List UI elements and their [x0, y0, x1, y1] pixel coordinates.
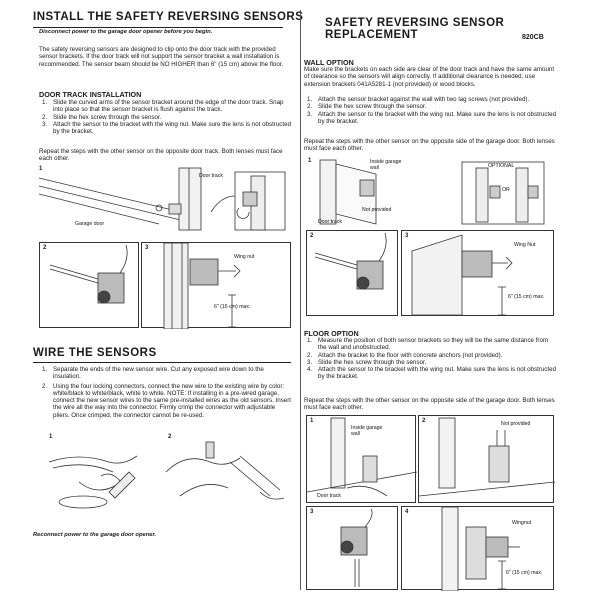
wall-step-2: 2.Slide the hex screw through the sensor… — [307, 103, 427, 111]
wall-inside-label: Inside garage wall — [370, 159, 402, 171]
door-track-step-1: 1.Slide the curved arms of the sensor br… — [42, 99, 284, 114]
replacement-title: SAFETY REVERSING SENSOR REPLACEMENT — [325, 17, 505, 41]
sensor-hex-screw-illustration — [49, 244, 128, 304]
floor-figure-2: 2 Not provided — [418, 415, 555, 503]
wall-figure-2: 2 — [306, 230, 398, 316]
wing-nut-label: Wing nut — [234, 254, 255, 260]
wall-repeat: Repeat the steps with the other sensor o… — [304, 138, 555, 153]
disconnect-warning: Disconnect power to the garage door open… — [39, 29, 213, 35]
floor-sensor-screw-illustration — [340, 508, 373, 587]
floor-panel-1-number: 1 — [310, 418, 314, 424]
wall-panel-2-number: 2 — [310, 233, 314, 239]
floor-wing-nut-illustration — [441, 507, 520, 591]
floor-anchor-illustration — [419, 417, 555, 497]
wall-steps: 1.Attach the sensor bracket against the … — [304, 96, 558, 125]
wall-wing-nut-illustration — [411, 234, 513, 316]
column-divider — [300, 10, 301, 590]
floor-panel-4-number: 4 — [405, 509, 409, 515]
door-track-figure-2: 2 — [39, 242, 139, 328]
wall-door-track-label: Door track — [318, 219, 342, 225]
or-label: OR — [502, 187, 510, 193]
wall-option-intro: Make sure the brackets on each side are … — [304, 66, 555, 88]
wall-step-1: 1.Attach the sensor bracket against the … — [307, 96, 530, 103]
door-track-figure-1: 1 Door track Garage door — [39, 166, 291, 238]
floor-step-4: 4.Attach the sensor to the bracket with … — [307, 366, 557, 381]
wire-panel-1-number: 1 — [49, 434, 53, 440]
floor-panel-3-number: 3 — [310, 509, 314, 515]
floor-repeat: Repeat the steps with the other sensor o… — [304, 397, 555, 412]
floor-step-1: 1.Measure the position of both sensor br… — [307, 337, 549, 352]
door-track-panel-2-number: 2 — [43, 245, 47, 251]
door-track-repeat: Repeat the steps with the other sensor o… — [39, 148, 283, 163]
wire-step-1: 1.Separate the ends of the new sensor wi… — [42, 366, 264, 381]
door-track-step-2: 2.Slide the hex screw through the sensor… — [42, 113, 162, 121]
install-title: INSTALL THE SAFETY REVERSING SENSORS — [33, 11, 304, 23]
floor-steps: 1.Measure the position of both sensor br… — [304, 337, 558, 381]
door-track-label: Door track — [199, 173, 223, 179]
floor-door-track-label: Door track — [317, 493, 341, 499]
max-height-label: 6" (15 cm) max. — [214, 304, 251, 310]
floor-inside-label: Inside garage wall — [351, 425, 383, 437]
door-track-heading: DOOR TRACK INSTALLATION — [39, 90, 142, 99]
wire-figure-1: 1 — [39, 432, 157, 518]
floor-bracket-illustration — [307, 417, 417, 497]
intro-paragraph: The safety reversing sensors are designe… — [39, 46, 284, 68]
wall-step-3: 3.Attach the sensor to the bracket with … — [307, 110, 557, 125]
floor-panel-2-number: 2 — [422, 418, 426, 424]
wire-title: WIRE THE SENSORS — [33, 347, 157, 359]
door-track-panel-3-number: 3 — [145, 245, 149, 251]
optional-label: OPTIONAL — [488, 163, 515, 169]
wall-sensor-screw-illustration — [314, 232, 387, 290]
wire-crimp-illustration — [165, 441, 285, 500]
floor-option-heading: FLOOR OPTION — [304, 329, 359, 338]
floor-figure-3: 3 — [306, 506, 398, 590]
wall-figure-1: 1 Inside garage wall OPTIONAL OR Not pro… — [306, 156, 554, 228]
door-track-figure-3: 3 Wing nut 6" (15 cm) max. — [141, 242, 291, 329]
floor-figure-1: 1 Inside garage wall Door track — [306, 415, 417, 503]
wire-steps: 1.Separate the ends of the new sensor wi… — [39, 366, 291, 419]
floor-max-height-label: 6" (15 cm) max. — [506, 570, 543, 576]
wall-panel-3-number: 3 — [405, 233, 409, 239]
wire-step-2: 2.Using the four locking connectors, con… — [42, 382, 291, 419]
wall-bracket-illustration — [319, 159, 545, 225]
door-track-illustration — [39, 167, 286, 231]
wall-figure-3: 3 Wing Nut 6" (15 cm) max. — [401, 230, 554, 316]
wall-wing-nut-label: Wing Nut — [514, 242, 536, 248]
model-number: 820CB — [522, 34, 544, 41]
wall-option-heading: WALL OPTION — [304, 58, 354, 67]
wall-max-height-label: 6" (15 cm) max. — [508, 294, 545, 300]
door-track-steps: 1.Slide the curved arms of the sensor br… — [39, 99, 291, 135]
wall-panel-1-number: 1 — [308, 158, 312, 164]
title-rule — [33, 27, 283, 28]
floor-step-3: 3.Slide the hex screw through the sensor… — [307, 358, 427, 366]
door-track-step-3: 3.Attach the sensor to the bracket with … — [42, 120, 292, 136]
garage-door-label: Garage door — [75, 221, 105, 227]
floor-not-provided-label: Not provided — [501, 421, 531, 427]
floor-step-2: 2.Attach the bracket to the floor with c… — [307, 351, 503, 359]
door-track-panel-1-number: 1 — [39, 166, 43, 172]
wire-figure-2: 2 — [160, 432, 291, 518]
reconnect-power-note: Reconnect power to the garage door opene… — [33, 532, 157, 538]
floor-wingnut-label: Wingnut — [512, 520, 532, 526]
sensor-wing-nut-illustration — [163, 243, 241, 329]
wire-title-rule — [33, 362, 291, 363]
floor-figure-4: 4 Wingnut 6" (15 cm) max. — [401, 506, 554, 591]
wire-separate-illustration — [48, 455, 138, 509]
wall-not-provided-label: Not provided — [362, 207, 392, 213]
wire-panel-2-number: 2 — [168, 434, 172, 440]
